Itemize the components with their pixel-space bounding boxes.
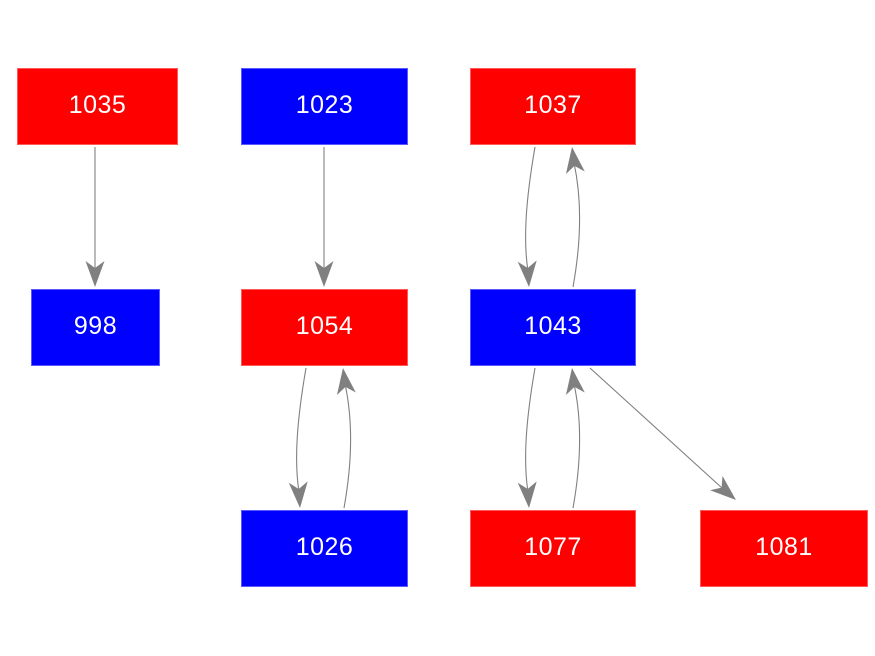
edge-line [589,367,723,489]
arrowhead-icon [336,368,356,396]
arrowhead-icon [565,368,585,396]
graph-edge [336,368,356,509]
graph-node-1054[interactable]: 1054 [241,289,408,366]
arrowhead-icon [565,147,585,175]
node-label: 1023 [295,91,354,119]
node-label: 1026 [295,533,354,561]
graph-edge [85,147,105,287]
graph-node-1035[interactable]: 1035 [17,68,178,145]
graph-edge [565,147,585,288]
edge-line [296,367,307,493]
graph-edge [288,367,308,508]
node-label: 1043 [524,312,582,340]
graph-edge [589,367,736,500]
node-label: 998 [73,312,118,340]
node-label: 1054 [295,312,354,340]
arrowhead-icon [517,260,537,287]
graph-node-1023[interactable]: 1023 [241,68,408,145]
node-label: 1035 [68,91,127,119]
edge-line [525,146,536,272]
graph-edge [314,147,334,287]
node-label: 1081 [755,533,813,561]
graph-edge [565,368,585,509]
graph-node-1026[interactable]: 1026 [241,510,408,587]
graph-node-1077[interactable]: 1077 [470,510,636,587]
edge-line [572,162,581,288]
graph-edge [517,367,537,508]
arrowhead-icon [314,261,334,287]
arrowhead-icon [517,481,537,508]
graph-edge [517,146,537,287]
node-label: 1037 [524,91,582,119]
graph-node-1081[interactable]: 1081 [700,510,868,587]
graph-node-998[interactable]: 998 [31,289,160,366]
node-label: 1077 [524,533,582,561]
edge-line [525,367,536,493]
edge-line [572,383,581,509]
arrowhead-icon [710,475,736,500]
arrowhead-icon [288,481,308,508]
edge-line [343,383,352,509]
graph-node-1037[interactable]: 1037 [470,68,636,145]
graph-node-1043[interactable]: 1043 [470,289,636,366]
arrowhead-icon [85,261,105,287]
